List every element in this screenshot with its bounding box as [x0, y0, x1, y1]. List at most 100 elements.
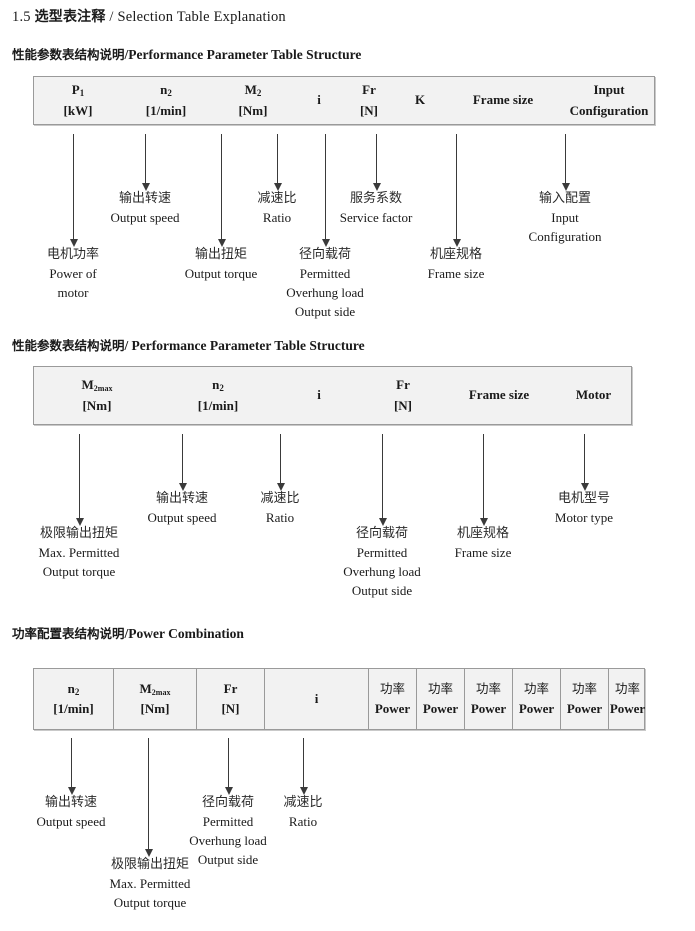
table2-col-n2-symbol: n2 [212, 377, 224, 394]
table1-col-input-configuration: Input Configuration [562, 77, 656, 124]
arrow-to-output-speed-3 [67, 738, 76, 795]
table3-col-n2-unit: [1/min] [53, 701, 94, 716]
annotation-power-of-motor-en-1: Power of [49, 265, 97, 281]
annotation-overhung-load-en-1: Permitted [299, 265, 351, 281]
annotation-overhung-load-en-2: Overhung load [286, 284, 364, 300]
table2-col-m2max-unit: [Nm] [82, 397, 112, 413]
annotation-max-output-torque-3-en-2: Output torque [113, 894, 187, 910]
performance-parameter-table-2: M2max [Nm] n2 [1/min] i Fr [N] Frame siz… [33, 366, 632, 425]
table3-col-power-5-cn: 功率 [571, 681, 597, 697]
table2-col-motor: Motor [554, 367, 633, 424]
table1-col-p1-symbol: P1 [71, 82, 85, 99]
table3-col-power-5-en: Power [566, 700, 603, 716]
table3-col-power-6-cn: 功率 [614, 681, 640, 697]
table3-col-power-3: 功率 Power [465, 669, 513, 729]
table3-col-power-5: 功率 Power [561, 669, 609, 729]
section-1-heading-sep: / [124, 47, 129, 62]
annotation-max-output-torque-2-en-2: Output torque [42, 563, 116, 579]
annotation-input-configuration-cn: 输入配置 [538, 191, 591, 206]
arrow-to-overhung-load [321, 134, 330, 247]
table1-col-fr: Fr [N] [342, 77, 396, 124]
table2-col-i-symbol: i [317, 387, 321, 403]
table3-col-power-1-en: Power [374, 700, 411, 716]
table1-col-input-configuration-unit: Configuration [569, 102, 649, 118]
annotation-frame-size-cn: 机座规格 [429, 247, 483, 262]
arrow-to-output-torque [217, 134, 226, 247]
arrow-to-service-factor [372, 134, 381, 191]
annotation-ratio: 减速比 Ratio [257, 190, 296, 228]
table2-col-i: i [276, 367, 362, 424]
section-1-heading: 性能参数表结构说明/Performance Parameter Table St… [12, 44, 361, 63]
annotation-max-output-torque-3-en-1: Max. Permitted [109, 875, 191, 891]
table1-col-k-symbol: K [414, 92, 426, 108]
table3-col-power-2: 功率 Power [417, 669, 465, 729]
table2-col-frame-size: Frame size [444, 367, 554, 424]
table3-col-fr-unit: [N] [221, 701, 240, 716]
arrow-to-input-configuration [561, 134, 570, 191]
annotation-ratio-cn: 减速比 [257, 191, 297, 206]
arrow-to-overhung-load-3 [224, 738, 233, 795]
table1-col-i: i [296, 77, 342, 124]
annotation-overhung-load-2: 径向载荷 Permitted Overhung load Output side [343, 525, 421, 600]
table1-col-frame-size: Frame size [444, 77, 562, 124]
table3-col-power-6: 功率 Power [609, 669, 646, 729]
annotation-frame-size-2-cn: 机座规格 [456, 526, 510, 541]
table1-col-input-configuration-symbol: Input [593, 82, 625, 98]
table3-col-n2: n2 [1/min] [34, 669, 114, 729]
table2-col-n2: n2 [1/min] [160, 367, 276, 424]
annotation-motor-type-2-cn: 电机型号 [557, 491, 611, 506]
table3-col-power-1: 功率 Power [369, 669, 417, 729]
table2-col-m2max-symbol: M2max [81, 377, 113, 394]
annotation-overhung-load-3-cn: 径向载荷 [201, 795, 254, 810]
annotation-output-speed-3-cn: 输出转速 [44, 795, 97, 810]
annotation-ratio-3-en-1: Ratio [288, 813, 318, 829]
power-combination-table: n2 [1/min] M2max [Nm] Fr [N] i 功率 Power … [33, 668, 645, 730]
annotation-frame-size-2-en-1: Frame size [454, 544, 512, 560]
annotation-power-of-motor-cn: 电机功率 [46, 247, 100, 262]
annotation-ratio-2: 减速比 Ratio [260, 490, 299, 528]
annotation-overhung-load-en-3: Output side [294, 303, 356, 319]
annotation-output-torque-en-1: Output torque [184, 265, 258, 281]
annotation-output-speed-3: 输出转速 Output speed [37, 794, 106, 832]
table3-col-n2-symbol: n2 [67, 680, 80, 697]
table1-col-m2-unit: [Nm] [238, 102, 268, 118]
annotation-output-speed-en-1: Output speed [110, 209, 180, 225]
annotation-overhung-load: 径向载荷 Permitted Overhung load Output side [286, 246, 364, 321]
table3-col-m2max: M2max [Nm] [114, 669, 197, 729]
table2-col-frame-size-symbol: Frame size [468, 387, 530, 403]
annotation-max-output-torque-2: 极限输出扭矩 Max. Permitted Output torque [39, 525, 120, 582]
section-2-heading: 性能参数表结构说明/ Performance Parameter Table S… [12, 335, 365, 354]
annotation-output-speed-cn: 输出转速 [118, 191, 171, 206]
annotation-overhung-load-3-en-2: Overhung load [189, 832, 267, 848]
page-title-cn: 选型表注释 [34, 9, 106, 25]
annotation-overhung-load-2-cn: 径向载荷 [355, 526, 408, 541]
table1-col-fr-symbol: Fr [362, 82, 376, 98]
annotation-motor-type-2: 电机型号 Motor type [555, 490, 613, 528]
section-3-heading: 功率配置表结构说明/Power Combination [12, 623, 244, 642]
table3-col-i: i [265, 669, 369, 729]
table3-col-power-6-en: Power [609, 700, 646, 716]
table1-col-p1: P1 [kW] [34, 77, 122, 124]
annotation-overhung-load-3-en-3: Output side [197, 851, 259, 867]
section-2-heading-en: Performance Parameter Table Structure [131, 338, 365, 353]
annotation-input-configuration-en-2: Configuration [528, 228, 602, 244]
table2-col-motor-symbol: Motor [575, 387, 612, 403]
table2-col-fr: Fr [N] [362, 367, 444, 424]
table1-col-m2: M2 [Nm] [210, 77, 296, 124]
section-3-heading-en: Power Combination [128, 626, 244, 641]
section-1-heading-en: Performance Parameter Table Structure [128, 47, 362, 62]
table3-col-fr: Fr [N] [197, 669, 265, 729]
section-2-heading-cn: 性能参数表结构说明 [12, 338, 125, 353]
table3-col-power-4: 功率 Power [513, 669, 561, 729]
annotation-max-output-torque-3-cn: 极限输出扭矩 [110, 857, 190, 872]
section-3-heading-cn: 功率配置表结构说明 [12, 626, 125, 641]
table2-col-fr-symbol: Fr [396, 377, 410, 393]
table3-col-power-1-cn: 功率 [379, 681, 405, 697]
annotation-ratio-2-en-1: Ratio [265, 509, 295, 525]
table1-col-n2-symbol: n2 [160, 82, 172, 99]
annotation-service-factor-en-1: Service factor [339, 209, 413, 225]
table1-col-n2-unit: [1/min] [145, 102, 187, 118]
annotation-service-factor-cn: 服务系数 [349, 191, 403, 206]
arrow-to-max-output-torque-2 [75, 434, 84, 526]
